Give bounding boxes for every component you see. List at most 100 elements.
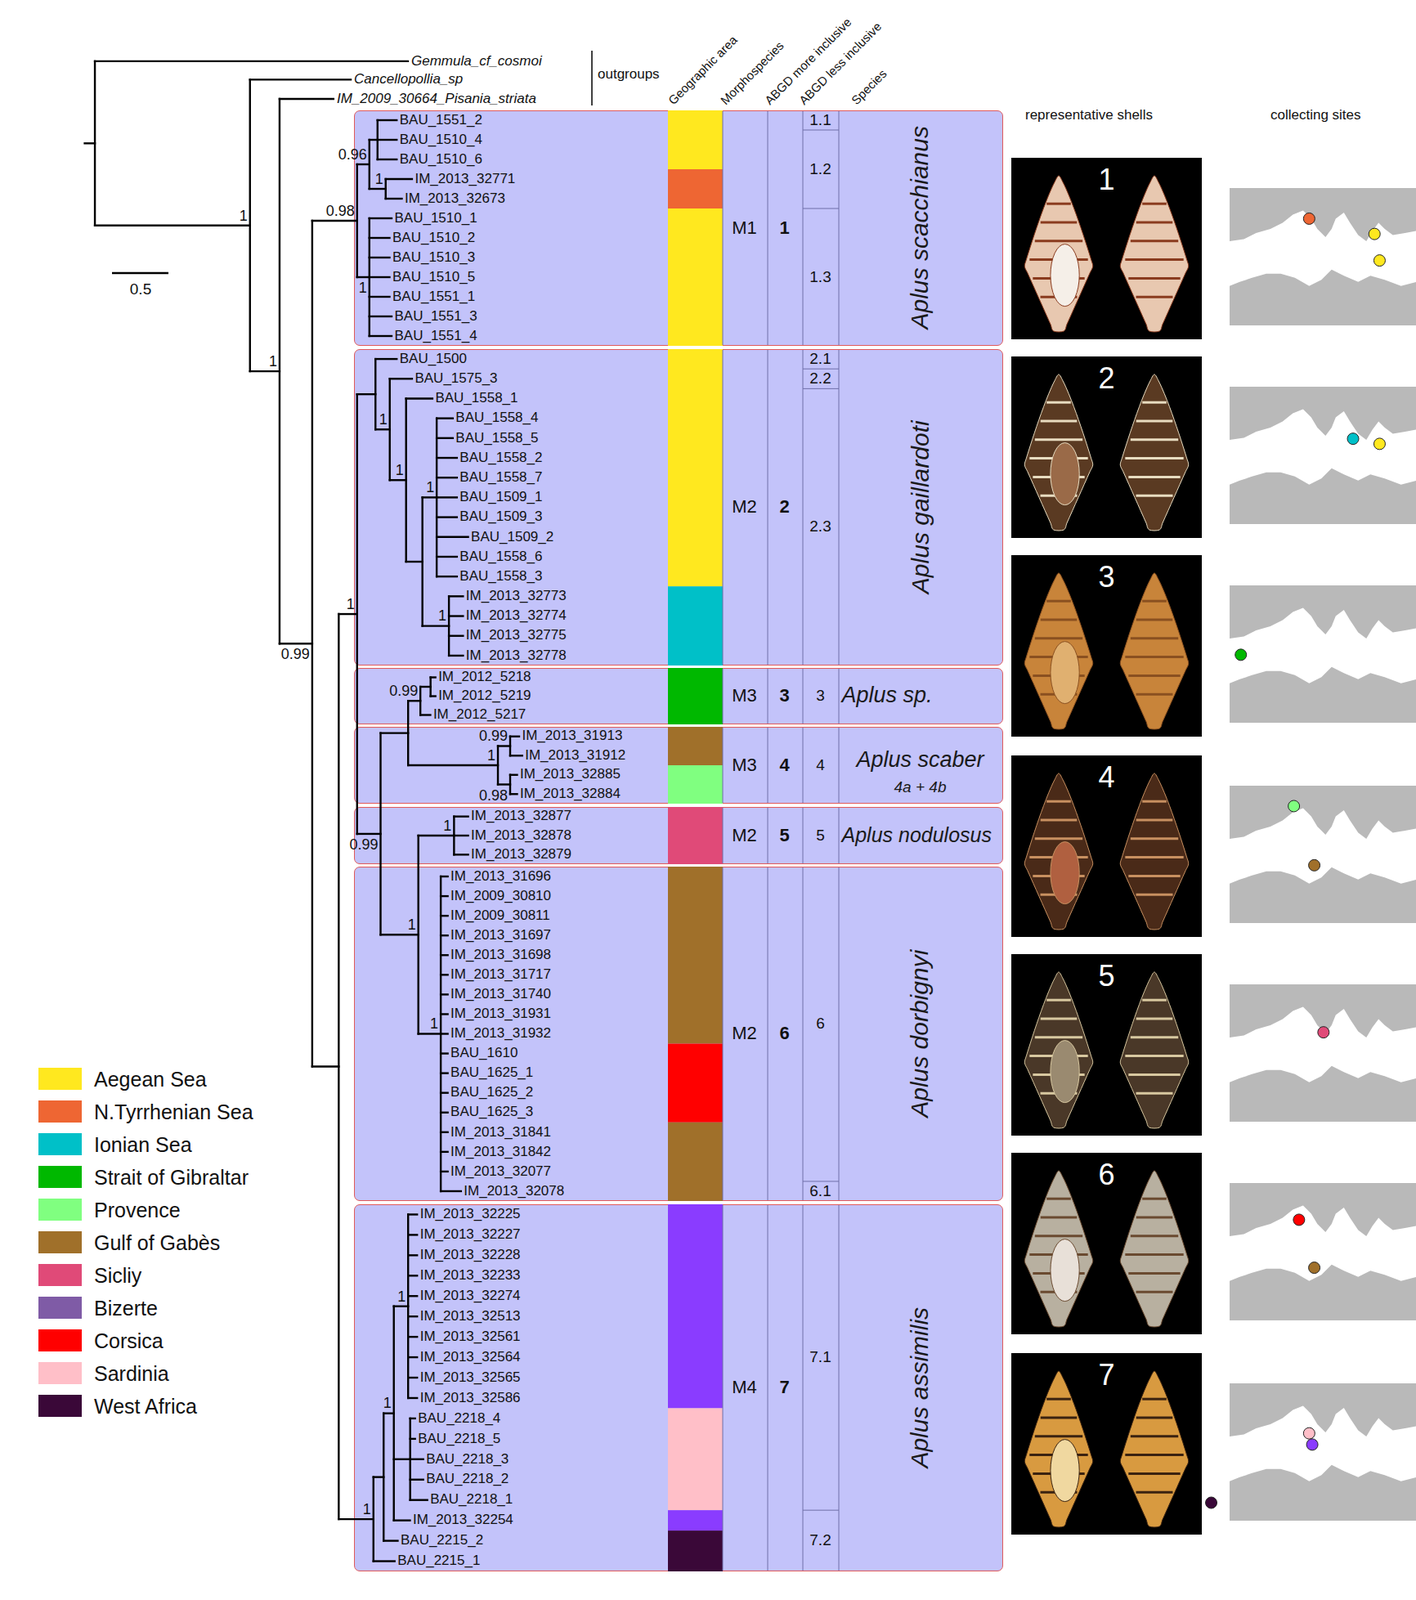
support-value: 1 xyxy=(379,411,388,429)
shell-band xyxy=(1142,800,1167,803)
legend-swatch xyxy=(38,1362,82,1385)
tree-branch xyxy=(440,973,448,976)
legend-text: N.Tyrrhenian Sea xyxy=(94,1100,254,1125)
text-anchor: IM_2013_31931 xyxy=(450,1005,552,1022)
abgd-number: 6 xyxy=(779,1022,789,1044)
taxon-label: BAU_1558_1 xyxy=(434,389,518,407)
locality-dot xyxy=(1308,859,1321,871)
legend-text: Bizerte xyxy=(94,1296,158,1321)
shell-band xyxy=(1046,1398,1071,1401)
tree-branch xyxy=(453,834,468,837)
text-anchor: 1.2 xyxy=(809,160,831,179)
tree-branch xyxy=(448,595,463,597)
shell-band xyxy=(1136,1017,1174,1021)
text-anchor: IM_2009_30810 xyxy=(450,887,552,905)
locality-dot xyxy=(1308,1262,1321,1274)
column-rule xyxy=(802,1205,804,1571)
taxon-label: BAU_1610 xyxy=(450,1044,518,1062)
text-anchor: 1 xyxy=(407,916,417,934)
text-anchor: IM_2013_32513 xyxy=(420,1308,521,1325)
text-anchor: 0.96 xyxy=(338,146,368,164)
taxon-label: IM_2013_31841 xyxy=(450,1124,552,1141)
text-anchor: IM_2013_32565 xyxy=(420,1369,521,1386)
map-sea xyxy=(1229,210,1416,286)
locality-map xyxy=(1229,1182,1416,1321)
column-header: collecting sites xyxy=(1270,107,1362,124)
tree-branch xyxy=(440,1032,448,1035)
support-value: 1 xyxy=(443,817,452,835)
shell-band xyxy=(1130,837,1179,840)
tree-branch xyxy=(448,614,463,617)
tree-branch xyxy=(436,515,458,518)
shell-band xyxy=(1128,277,1180,280)
text-anchor: Gemmula_cf_cosmoi xyxy=(411,53,543,70)
text-anchor: representative shells xyxy=(1025,107,1153,124)
tree-branch xyxy=(369,295,390,298)
shell-band xyxy=(1136,1290,1174,1294)
taxon-label: BAU_2218_5 xyxy=(417,1430,501,1448)
text-anchor: IM_2013_31696 xyxy=(450,868,552,885)
text-anchor: IM_2013_32774 xyxy=(466,607,567,624)
callout-number: 4 xyxy=(1097,760,1115,794)
text-anchor: N.Tyrrhenian Sea xyxy=(94,1100,254,1125)
taxon-label: BAU_1509_3 xyxy=(459,508,543,525)
taxon-label: IM_2013_32565 xyxy=(420,1369,521,1386)
text-anchor: IM_2013_32225 xyxy=(420,1205,521,1223)
support-value: 1 xyxy=(430,1015,439,1033)
column-rule xyxy=(838,727,840,803)
text-anchor: BAU_1510_5 xyxy=(392,268,475,286)
locality-dot xyxy=(1306,1438,1318,1451)
shell-band xyxy=(1136,1416,1174,1420)
text-anchor: 0.99 xyxy=(349,836,378,854)
abgd-number: 5 xyxy=(779,824,789,846)
shell-band xyxy=(1128,475,1180,479)
support-value: 1 xyxy=(375,170,384,189)
column-rule xyxy=(767,111,769,346)
tree-branch xyxy=(394,1305,408,1308)
text-anchor: 0.99 xyxy=(479,727,508,745)
abgd-label: 7.1 xyxy=(809,1348,831,1367)
abgd-label: 1.1 xyxy=(809,111,831,130)
taxon-label: BAU_1625_2 xyxy=(450,1084,534,1101)
species-name: Aplus sp. xyxy=(842,682,933,708)
abgd-label: 1.2 xyxy=(809,160,831,179)
shell-band xyxy=(1046,800,1071,803)
taxon-label: IM_2013_32564 xyxy=(420,1348,521,1366)
text-anchor: 7 xyxy=(779,1376,789,1398)
text-anchor: collecting sites xyxy=(1270,107,1362,124)
tree-branch xyxy=(407,1274,417,1277)
text-anchor: Bizerte xyxy=(94,1296,158,1321)
tree-branch xyxy=(510,735,520,738)
text-anchor: Sardinia xyxy=(94,1362,170,1386)
text-anchor: 1 xyxy=(395,461,404,480)
text-anchor: BAU_1509_1 xyxy=(459,488,543,506)
text-anchor: Aplus gaillardoti xyxy=(905,420,935,594)
shell-band xyxy=(1136,494,1174,498)
shell-band xyxy=(1128,1073,1180,1076)
shell-aperture xyxy=(1050,1439,1080,1502)
abgd-label: 2.2 xyxy=(809,369,831,388)
locality-dot xyxy=(1347,433,1359,445)
tree-branch xyxy=(380,731,409,734)
tree-branch xyxy=(407,699,421,702)
abgd-number: 4 xyxy=(779,754,789,776)
shell-band xyxy=(1035,837,1083,840)
text-anchor: 5 xyxy=(1097,958,1115,993)
column-rule xyxy=(722,807,724,864)
taxon-label: BAU_2218_2 xyxy=(425,1470,509,1488)
text-anchor: IM_2012_5218 xyxy=(438,668,531,686)
text-anchor: IM_2013_31842 xyxy=(450,1143,552,1161)
column-rule xyxy=(722,349,724,665)
tree-branch xyxy=(312,219,358,222)
column-rule xyxy=(767,668,769,724)
text-anchor: BAU_1558_4 xyxy=(455,409,538,426)
shell-band xyxy=(1035,239,1083,242)
map-sea xyxy=(1229,1205,1416,1281)
column-rule xyxy=(722,668,724,724)
taxon-label: IM_2012_5218 xyxy=(438,668,531,686)
text-anchor: IM_2009_30811 xyxy=(450,907,551,924)
taxon-label: IM_2013_32774 xyxy=(466,607,567,624)
taxon-label: BAU_1558_2 xyxy=(459,449,543,467)
area-bar xyxy=(667,726,723,766)
